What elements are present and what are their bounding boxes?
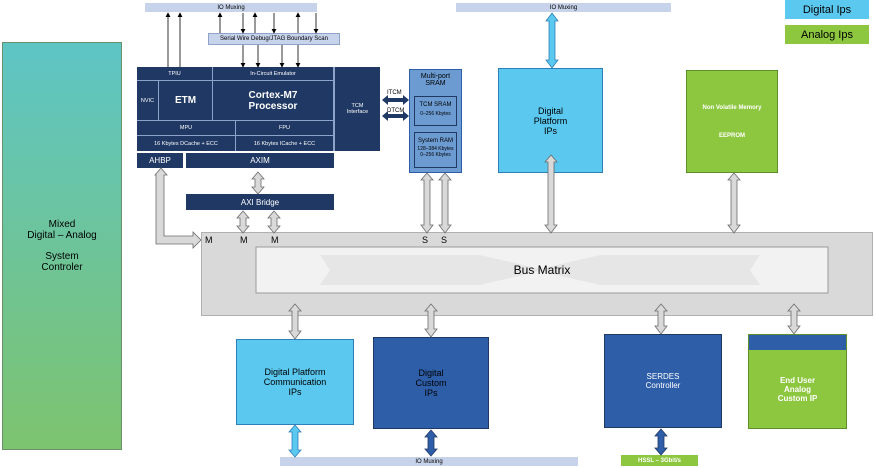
multiport-sram: Multi-port SRAM TCM SRAM 0–256 Kbytes Sy… [409,69,462,173]
mixed-signal-line2: Digital – Analog [27,230,97,241]
mixed-signal-line1: Mixed [48,219,76,230]
tpiu-label: TPIU [137,67,213,80]
cortex-m7-block: TPIU In-Circuit Emulator NVIC ETM Cortex… [137,67,380,151]
tcm-line1: TCM [351,103,364,109]
tcm-sram-label: TCM SRAM [419,102,452,108]
ice-label: In-Circuit Emulator [213,67,334,80]
end-user-line2: Analog [783,384,812,394]
mixed-signal-line4: Controler [41,262,83,273]
end-user-line1: End User [779,375,816,385]
serdes-line2: Controller [645,381,681,390]
end-user-analog-ip: End User Analog Custom IP [748,334,847,429]
master-port-1: M [205,235,213,245]
legend-analog: Analog Ips [785,25,869,44]
system-ram-size2: 0–256 Kbytes [420,152,451,158]
nvic-label: NVIC [137,80,159,120]
core-line2: Processor [248,100,298,112]
mpu-label: MPU [137,120,236,135]
axi-bridge: AXI Bridge [186,194,334,210]
serdes-controller: SERDES Controller [604,334,722,428]
tcm-sram-box: TCM SRAM 0–256 Kbytes [414,96,457,126]
custom-line2: Custom [415,378,447,388]
slave-port-1: S [422,235,429,245]
custom-line1: Digital [418,368,444,378]
mixed-signal-line3: System [45,251,79,262]
sram-title-line1: Multi-port [420,73,451,80]
comm-line1: Digital Platform [264,367,326,377]
icache-label: 16 Kbytes ICache + ECC [236,135,334,151]
ahbp-port: AHBP [137,153,183,168]
fpu-label: FPU [236,120,334,135]
dtcm-label: DTCM [387,108,405,114]
digital-platform-line3: IPs [543,125,557,136]
nvm-line1: Non Volatile Memory [702,104,762,111]
io-muxing-bottom: IO Muxing [280,457,578,466]
io-muxing-top-left: IO Muxing [145,3,317,12]
nvm-eeprom: Non Volatile Memory EEPROM [686,70,778,173]
system-ram-label: System RAM [417,138,453,144]
legend-digital: Digital Ips [785,0,869,19]
dcache-label: 16 Kbytes DCache + ECC [137,135,236,151]
system-ram-size1: 128–384 Kbytes [417,146,454,152]
tcm-line2: Interface [346,109,369,115]
axim-port: AXIM [186,153,334,168]
comm-line3: IPs [288,387,302,397]
digital-platform-line1: Digital [537,105,563,116]
hssl-link: HSSL – 3Gbit/s [621,455,698,466]
end-user-header [749,335,846,350]
sram-title-line2: SRAM [425,80,446,87]
io-muxing-top-right: IO Muxing [456,3,671,12]
nvm-line2: EEPROM [718,132,745,139]
mixed-signal-controller: Mixed Digital – Analog System Controler [2,42,122,450]
custom-line3: IPs [424,388,438,398]
serdes-line1: SERDES [646,372,680,381]
tcm-sram-size: 0–256 Kbytes [420,111,451,117]
bus-matrix-label: Bus Matrix [513,263,571,277]
end-user-line3: Custom IP [777,393,818,403]
master-port-3: M [271,235,279,245]
itcm-label: ITCM [387,90,402,96]
comm-ips: Digital Platform Communication IPs [236,339,354,425]
digital-platform-line2: Platform [533,115,568,126]
io-muxing-debug-lines [165,12,319,68]
digital-custom-ips: Digital Custom IPs [373,337,489,429]
tcm-interface: TCM Interface [334,67,380,151]
blue-io-arrows [288,12,559,458]
system-ram-box: System RAM 128–384 Kbytes 0–256 Kbytes [414,132,457,168]
slave-port-2: S [441,235,448,245]
navy-io-arrows [424,428,668,457]
etm-label: ETM [159,80,213,120]
grey-double-arrows [154,154,801,340]
core-line1: Cortex-M7 [248,89,298,101]
master-port-2: M [240,235,248,245]
comm-line2: Communication [263,377,327,387]
core-processor: Cortex-M7 Processor [213,80,334,120]
tcm-arrows [382,95,409,121]
